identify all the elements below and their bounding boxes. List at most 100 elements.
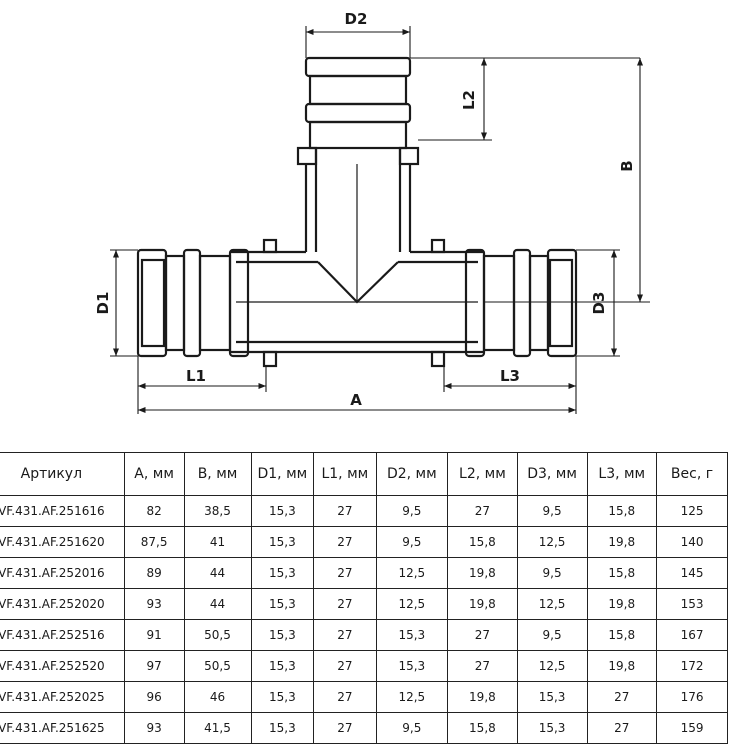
dim-label-d1: D1 <box>94 292 112 315</box>
table-cell: 15,3 <box>250 681 315 713</box>
table-cell: 93 <box>123 588 185 620</box>
column-header: D2, мм <box>375 452 449 496</box>
table-cell: 44 <box>183 588 252 620</box>
table-cell: 15,3 <box>516 681 588 713</box>
table-cell: 15,8 <box>447 526 518 558</box>
table-cell: 19,8 <box>586 526 658 558</box>
column-header: A, мм <box>123 452 185 496</box>
table-cell: 9,5 <box>375 712 449 744</box>
column-header: B, мм <box>183 452 252 496</box>
table-cell: 50,5 <box>183 650 252 682</box>
tee-fitting-drawing: D2 L2 B D1 D3 L1 L3 A <box>94 10 650 414</box>
table-cell: 87,5 <box>123 526 185 558</box>
table-cell: 15,3 <box>250 557 315 589</box>
dim-label-d3: D3 <box>590 292 608 315</box>
table-cell: 12,5 <box>375 681 449 713</box>
table-cell: 12,5 <box>516 588 588 620</box>
table-cell: 15,3 <box>250 619 315 651</box>
table-cell: 19,8 <box>586 650 658 682</box>
article-cell: VF.431.AF.251625 <box>0 712 125 744</box>
table-cell: 145 <box>656 557 728 589</box>
dim-label-l2: L2 <box>460 90 478 110</box>
table-cell: 27 <box>313 526 377 558</box>
table-cell: 153 <box>656 588 728 620</box>
article-cell: VF.431.AF.252020 <box>0 588 125 620</box>
table-cell: 19,8 <box>447 588 518 620</box>
table-cell: 125 <box>656 495 728 527</box>
column-header: L3, мм <box>586 452 658 496</box>
table-cell: 27 <box>313 588 377 620</box>
table-cell: 27 <box>313 712 377 744</box>
table-cell: 50,5 <box>183 619 252 651</box>
table-cell: 93 <box>123 712 185 744</box>
table-cell: 27 <box>313 619 377 651</box>
table-cell: 27 <box>447 650 518 682</box>
table-cell: 9,5 <box>516 557 588 589</box>
table-cell: 15,8 <box>586 619 658 651</box>
table-cell: 12,5 <box>375 557 449 589</box>
table-cell: 27 <box>313 557 377 589</box>
table-cell: 46 <box>183 681 252 713</box>
table-cell: 15,8 <box>586 557 658 589</box>
table-cell: 15,3 <box>250 526 315 558</box>
table-cell: 82 <box>123 495 185 527</box>
table-cell: 12,5 <box>516 650 588 682</box>
tee-body <box>136 56 578 368</box>
table-cell: 140 <box>656 526 728 558</box>
column-header: Вес, г <box>656 452 728 496</box>
table-cell: 9,5 <box>375 495 449 527</box>
table-cell: 27 <box>313 681 377 713</box>
table-cell: 27 <box>586 681 658 713</box>
table-cell: 15,3 <box>375 650 449 682</box>
table-cell: 19,8 <box>447 681 518 713</box>
article-cell: VF.431.AF.251616 <box>0 495 125 527</box>
column-header: D3, мм <box>516 452 588 496</box>
table-cell: 15,3 <box>516 712 588 744</box>
column-header: L2, мм <box>447 452 518 496</box>
table-cell: 176 <box>656 681 728 713</box>
table-cell: 15,3 <box>250 712 315 744</box>
table-cell: 27 <box>313 650 377 682</box>
table-cell: 9,5 <box>516 495 588 527</box>
dim-label-b: B <box>618 160 636 171</box>
dim-label-l1: L1 <box>186 367 206 385</box>
dim-label-l3: L3 <box>500 367 520 385</box>
table-cell: 159 <box>656 712 728 744</box>
table-cell: 172 <box>656 650 728 682</box>
table-cell: 89 <box>123 557 185 589</box>
table-cell: 12,5 <box>516 526 588 558</box>
table-cell: 12,5 <box>375 588 449 620</box>
table-cell: 41,5 <box>183 712 252 744</box>
table-cell: 9,5 <box>375 526 449 558</box>
article-cell: VF.431.AF.252520 <box>0 650 125 682</box>
table-cell: 19,8 <box>586 588 658 620</box>
table-cell: 19,8 <box>447 557 518 589</box>
table-cell: 27 <box>586 712 658 744</box>
table-cell: 27 <box>447 619 518 651</box>
article-cell: VF.431.AF.251620 <box>0 526 125 558</box>
table-cell: 97 <box>123 650 185 682</box>
table-cell: 15,3 <box>250 495 315 527</box>
table-cell: 27 <box>313 495 377 527</box>
table-cell: 38,5 <box>183 495 252 527</box>
table-cell: 15,3 <box>250 650 315 682</box>
table-cell: 15,8 <box>447 712 518 744</box>
dim-label-d2: D2 <box>345 10 368 28</box>
table-cell: 27 <box>447 495 518 527</box>
column-header: L1, мм <box>313 452 377 496</box>
table-cell: 15,8 <box>586 495 658 527</box>
column-header: Артикул <box>0 452 125 496</box>
column-header: D1, мм <box>250 452 315 496</box>
table-cell: 41 <box>183 526 252 558</box>
table-cell: 9,5 <box>516 619 588 651</box>
